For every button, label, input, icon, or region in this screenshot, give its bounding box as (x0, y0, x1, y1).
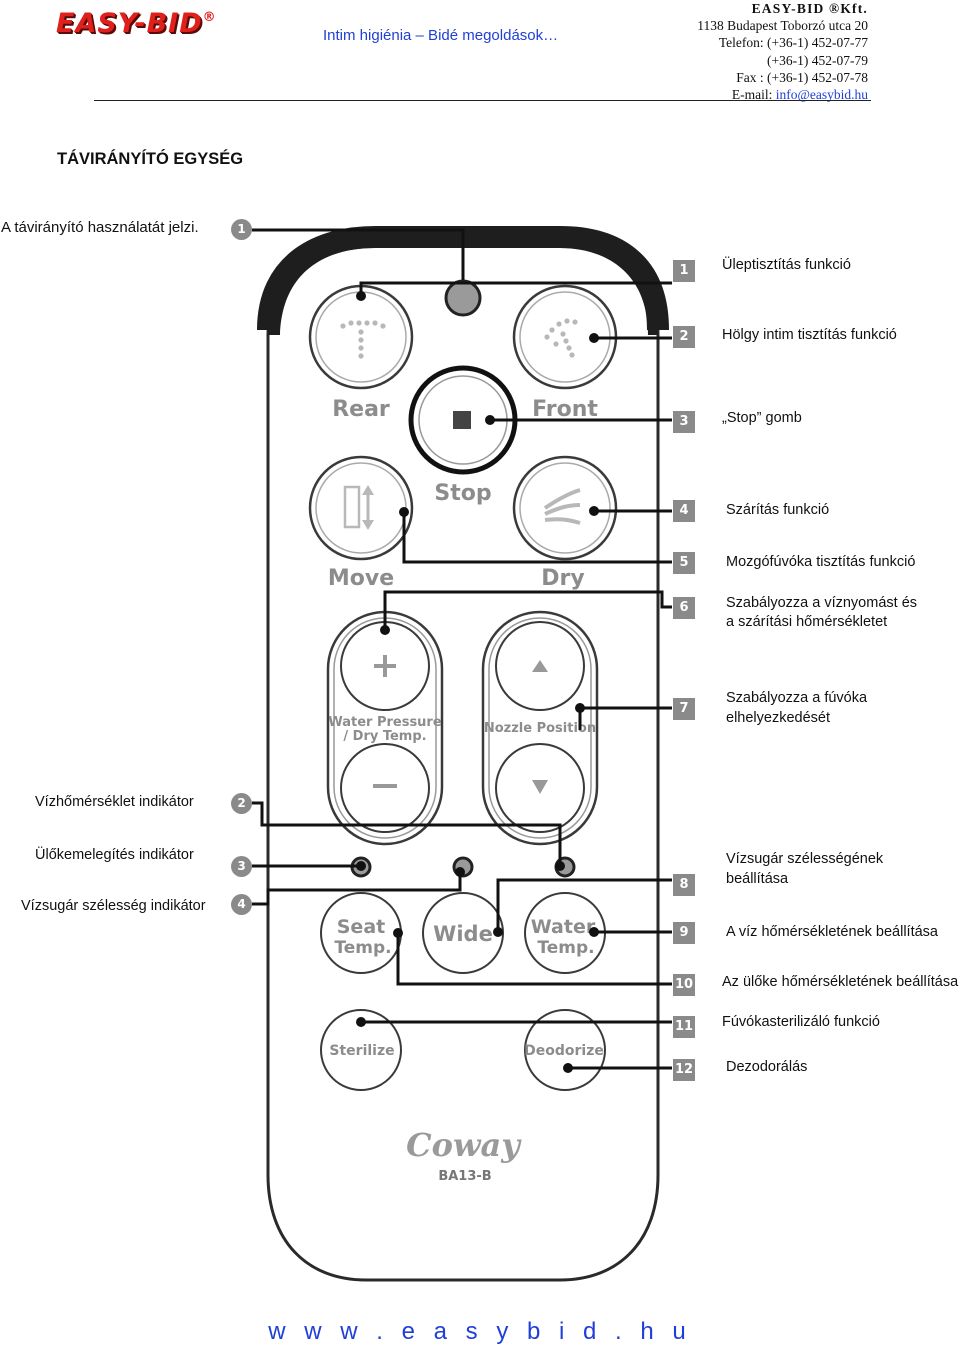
spray-width-indicator-label: Vízsugár szélesség indikátor (21, 898, 206, 914)
callout-number-8: 8 (673, 874, 695, 896)
company-contact-block: EASY-BID ®Kft. 1138 Budapest Toborzó utc… (697, 0, 868, 103)
rear-label: Rear (332, 397, 390, 422)
dry-label: Dry (541, 566, 584, 591)
label-pressure-2: a szárítási hőmérsékletet (726, 614, 888, 630)
wide-label: Wide (433, 922, 493, 946)
remote-top-cap (257, 226, 669, 331)
deodorize-button[interactable] (524, 1009, 606, 1091)
label-stop: „Stop” gomb (722, 410, 802, 426)
nozzle-position-label: Nozzle Position (484, 721, 596, 736)
company-phone-1: Telefon: (+36-1) 452-07-77 (718, 35, 868, 51)
seat-temp-label-2: Temp. (334, 938, 391, 958)
label-pressure-1: Szabályozza a víznyomást és (726, 595, 918, 611)
label-move: Mozgófúvóka tisztítás funkció (726, 554, 916, 570)
wide-button[interactable] (422, 892, 504, 974)
label-dry: Szárítás funkció (726, 502, 830, 518)
callout-number-9: 9 (673, 922, 695, 944)
callout-number-left-1: 1 (231, 219, 252, 240)
label-seat-cleaning: Üleptisztítás funkció (722, 257, 851, 273)
callout-dots (356, 291, 599, 1073)
callout-number-left-2: 2 (231, 793, 252, 814)
brand-logo: Coway (406, 1126, 522, 1164)
label-nozzle-2: elhelyezkedését (726, 710, 830, 726)
callout-number-10: 10 (673, 974, 695, 996)
seat-heating-indicator-label: Ülőkemelegítés indikátor (35, 847, 194, 863)
model-label: BA13-B (438, 1169, 491, 1184)
label-nozzle-1: Szabályozza a fúvóka (726, 690, 868, 706)
water-temp-indicator-label: Vízhőmérséklet indikátor (35, 794, 194, 810)
company-phone-2: (+36-1) 452-07-79 (767, 52, 868, 68)
email-link[interactable]: info@easybid.hu (775, 87, 868, 103)
callout-number-3: 3 (673, 411, 695, 433)
move-label: Move (328, 566, 394, 591)
label-spray-width-1: Vízsugár szélességének (726, 851, 884, 867)
water-pressure-label-2: / Dry Temp. (343, 729, 426, 744)
water-temp-label-2: Temp. (537, 938, 594, 958)
label-lady-wash: Hölgy intim tisztítás funkció (722, 327, 897, 343)
deodorize-label: Deodorize (524, 1043, 604, 1059)
callout-number-6: 6 (673, 597, 695, 619)
easy-bid-logo: EASY-BID® (56, 8, 217, 39)
callout-number-11: 11 (673, 1016, 695, 1038)
rear-button[interactable] (308, 284, 414, 390)
company-name: EASY-BID ®Kft. (751, 1, 868, 16)
company-fax: Fax : (+36-1) 452-07-78 (736, 69, 868, 85)
callout-number-1: 1 (673, 260, 695, 282)
callout-number-7: 7 (673, 698, 695, 720)
water-pressure-minus-button[interactable] (340, 743, 430, 833)
callout-number-left-3: 3 (231, 856, 252, 877)
page-title: TÁVIRÁNYÍTÓ EGYSÉG (57, 150, 244, 168)
callout-lines (252, 228, 672, 1070)
label-deodorize: Dezodorálás (726, 1059, 808, 1075)
power-indicator-light (444, 279, 482, 317)
footer-website[interactable]: w w w . e a s y b i d . h u (268, 1318, 692, 1345)
nozzle-back-button[interactable] (495, 743, 585, 833)
label-spray-width-2: beállítása (726, 871, 789, 887)
water-temp-label-1: Water (531, 916, 596, 938)
stop-label: Stop (434, 481, 491, 506)
company-address: 1138 Budapest Toborzó utca 20 (697, 18, 868, 34)
water-pressure-plus-button[interactable] (340, 621, 430, 711)
email-label: E-mail: (731, 87, 776, 103)
callout-number-5: 5 (673, 552, 695, 574)
water-pressure-label-1: Water Pressure (328, 715, 442, 730)
sterilize-label: Sterilize (329, 1043, 394, 1059)
sterilize-button[interactable] (320, 1009, 402, 1091)
dry-button[interactable] (512, 455, 618, 561)
label-sterilize: Fúvókasterilizáló funkció (722, 1014, 880, 1030)
callout-number-2: 2 (673, 326, 695, 348)
nozzle-forward-button[interactable] (495, 621, 585, 711)
company-email-line: E-mail: info@easybid.hu (697, 86, 868, 103)
move-button[interactable] (308, 455, 414, 561)
callout-number-left-4: 4 (231, 894, 252, 915)
header-divider (94, 100, 871, 101)
intro-text: A távirányító használatát jelzi. (1, 219, 199, 236)
callout-number-4: 4 (673, 500, 695, 522)
stop-button[interactable] (408, 365, 518, 475)
seat-temp-label-1: Seat (337, 916, 385, 938)
tagline: Intim higiénia – Bidé megoldások… (323, 27, 559, 44)
callout-number-12: 12 (673, 1059, 695, 1081)
label-water-temp: A víz hőmérsékletének beállítása (726, 924, 938, 940)
label-seat-temp: Az ülőke hőmérsékletének beállítása (722, 974, 959, 990)
front-label: Front (532, 397, 598, 422)
